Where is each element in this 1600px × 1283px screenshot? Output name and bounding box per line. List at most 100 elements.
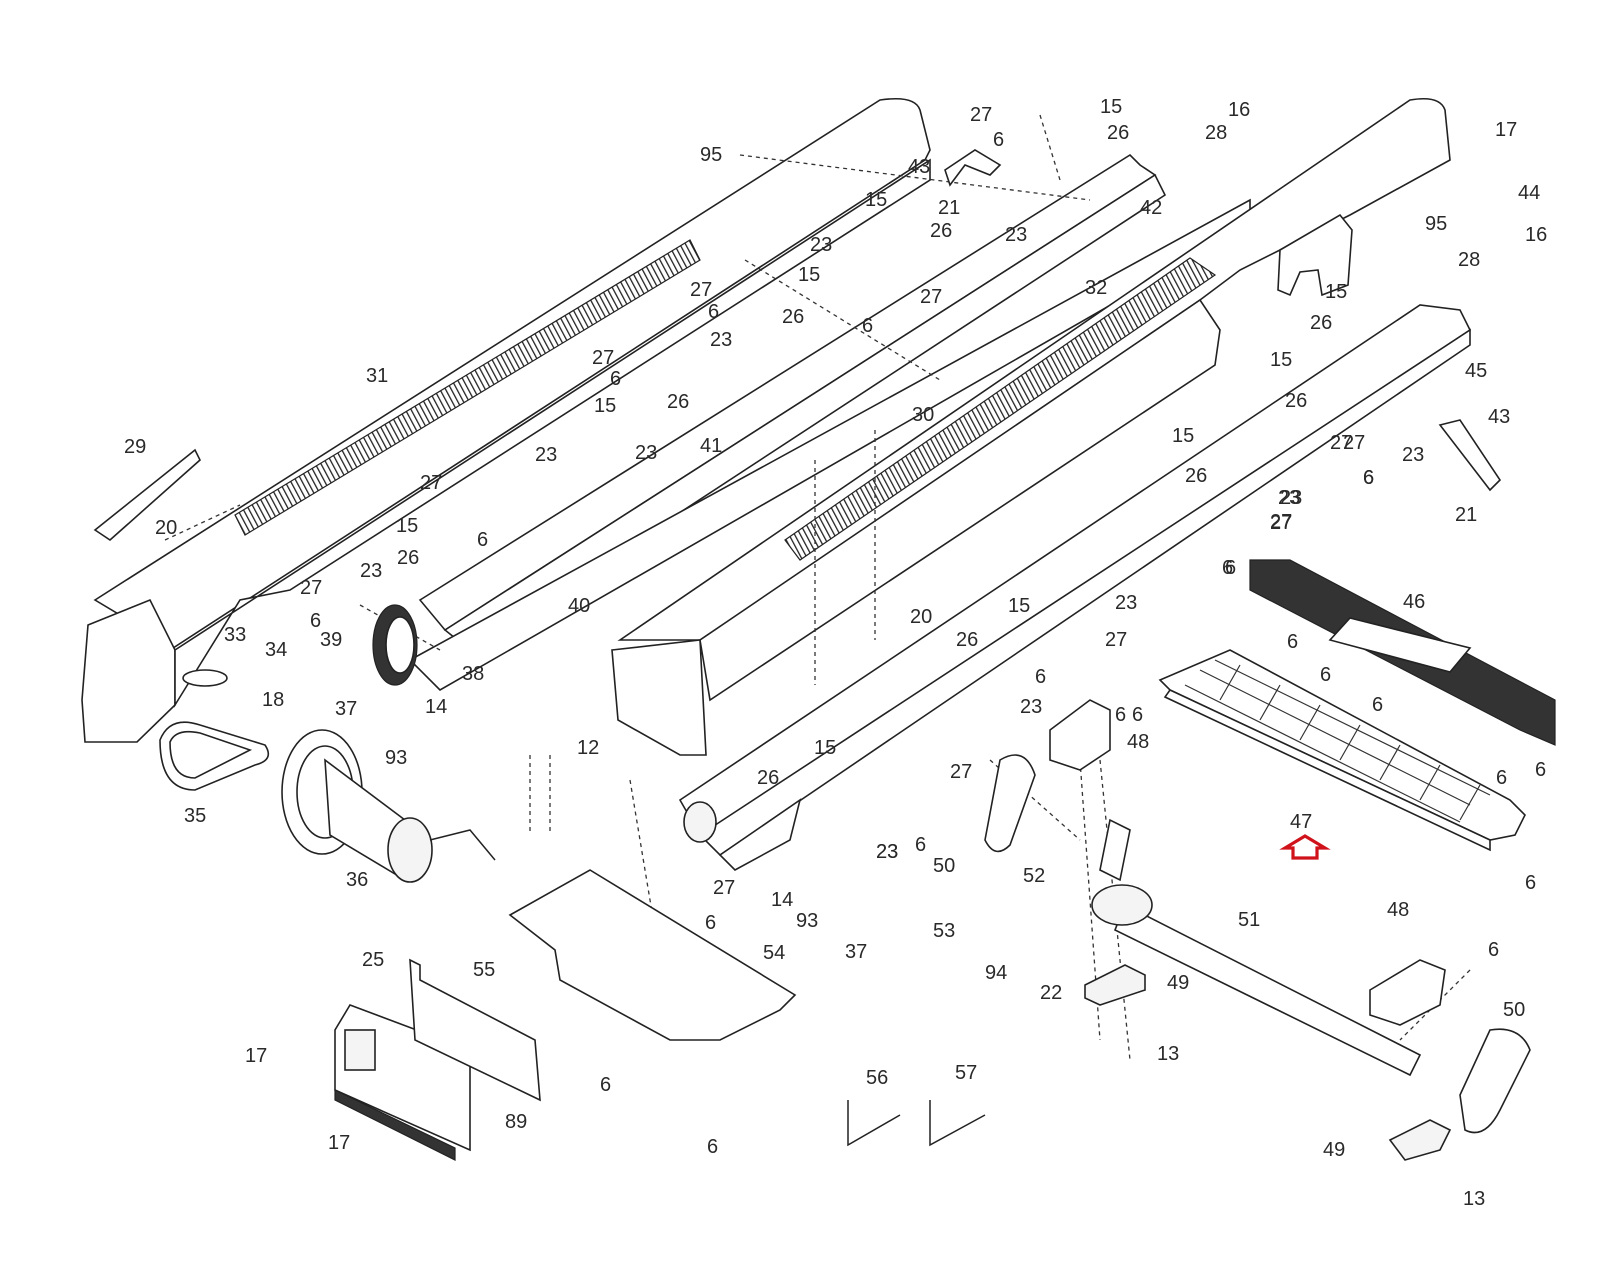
callout-6: 6 (862, 315, 874, 337)
callout-21: 21 (1455, 504, 1478, 526)
callout-27: 27 (970, 104, 993, 126)
callout-93: 93 (385, 747, 408, 769)
callout-27: 27 (420, 472, 443, 494)
rear-roller-38 (372, 604, 418, 686)
callout-35: 35 (184, 805, 207, 827)
callout-37: 37 (335, 698, 358, 720)
callout-17: 17 (245, 1045, 268, 1067)
callout-49: 49 (1167, 972, 1190, 994)
callout-41: 41 (700, 435, 723, 457)
callout-56: 56 (866, 1067, 889, 1089)
callout-46: 46 (1403, 591, 1426, 613)
callout-6: 6 (1132, 704, 1144, 726)
callout-6: 6 (310, 610, 322, 632)
callout-48: 48 (1387, 899, 1410, 921)
hood-29 (93, 448, 201, 542)
callout-6: 6 (1535, 759, 1547, 781)
callout-13: 13 (1157, 1043, 1180, 1065)
callout-6: 6 (1488, 939, 1500, 961)
bracket-43-b (1438, 419, 1502, 492)
callout-18: 18 (262, 689, 285, 711)
callout-26: 26 (1185, 465, 1208, 487)
callout-6: 6 (707, 1136, 719, 1158)
callout-6: 6 (1225, 557, 1237, 579)
callout-37: 37 (845, 941, 868, 963)
callout-27: 27 (300, 577, 323, 599)
callout-6: 6 (993, 129, 1005, 151)
callout-26: 26 (667, 391, 690, 413)
callout-15: 15 (1325, 281, 1348, 303)
callout-36: 36 (346, 869, 369, 891)
callout-21: 21 (938, 197, 961, 219)
callout-20: 20 (155, 517, 178, 539)
callout-23: 23 (876, 841, 899, 863)
callout-27: 27 (950, 761, 973, 783)
callout-25: 25 (362, 949, 385, 971)
callout-22: 22 (1040, 982, 1063, 1004)
callout-15: 15 (865, 189, 888, 211)
callout-32: 32 (1085, 277, 1108, 299)
power-cord-33 (182, 669, 228, 687)
callout-6: 6 (610, 368, 622, 390)
callout-26: 26 (1285, 390, 1308, 412)
callout-33: 33 (224, 624, 247, 646)
callout-6: 6 (600, 1074, 612, 1096)
right-rail-tread (784, 257, 1217, 561)
callout-50: 50 (933, 855, 956, 877)
callout-94: 94 (985, 962, 1008, 984)
deck-frame-47 (1158, 649, 1526, 852)
callout-27: 27 (1270, 511, 1293, 533)
tool-56 (847, 1100, 901, 1147)
plate-55 (409, 958, 541, 1102)
callout-17: 17 (328, 1132, 351, 1154)
callout-6: 6 (1320, 664, 1332, 686)
callout-6: 6 (915, 834, 927, 856)
callout-50: 50 (1503, 999, 1526, 1021)
front-axle-51 (1091, 818, 1422, 1077)
callout-23: 23 (360, 560, 383, 582)
callout-51: 51 (1238, 909, 1261, 931)
bracket-43-a (944, 149, 1002, 187)
callout-15: 15 (594, 395, 617, 417)
callout-23: 23 (1280, 487, 1303, 509)
callout-15: 15 (1270, 349, 1293, 371)
callout-6: 6 (1372, 694, 1384, 716)
callout-23: 23 (1115, 592, 1138, 614)
callout-15: 15 (798, 264, 821, 286)
callout-16: 16 (1525, 224, 1548, 246)
leg-50-b (1459, 1028, 1531, 1134)
callout-27: 27 (592, 347, 615, 369)
tool-57 (929, 1100, 986, 1147)
callout-26: 26 (930, 220, 953, 242)
callout-23: 23 (635, 442, 658, 464)
callout-49: 49 (1323, 1139, 1346, 1161)
callout-26: 26 (1107, 122, 1130, 144)
callout-27: 27 (1330, 432, 1353, 454)
callout-6: 6 (1525, 872, 1537, 894)
callout-48: 48 (1127, 731, 1150, 753)
callout-15: 15 (1100, 96, 1123, 118)
callout-27: 27 (690, 279, 713, 301)
callout-42: 42 (1140, 197, 1163, 219)
callout-26: 26 (956, 629, 979, 651)
callout-6: 6 (1287, 631, 1299, 653)
callout-15: 15 (396, 515, 419, 537)
bracket-48-b (1369, 959, 1446, 1026)
callout-38: 38 (462, 663, 485, 685)
callout-6: 6 (1115, 704, 1127, 726)
callout-23: 23 (710, 329, 733, 351)
callout-6: 6 (1496, 767, 1508, 789)
callout-45: 45 (1465, 360, 1488, 382)
frame-rails (408, 153, 1251, 691)
callout-95: 95 (700, 144, 723, 166)
callout-23: 23 (1005, 224, 1028, 246)
callout-55: 55 (473, 959, 496, 981)
shield-54 (508, 869, 797, 1041)
callout-27: 27 (1105, 629, 1128, 651)
callout-23: 23 (876, 841, 899, 863)
callout-23: 23 (535, 444, 558, 466)
callout-44: 44 (1518, 182, 1541, 204)
callout-31: 31 (366, 365, 389, 387)
callout-20: 20 (910, 606, 933, 628)
